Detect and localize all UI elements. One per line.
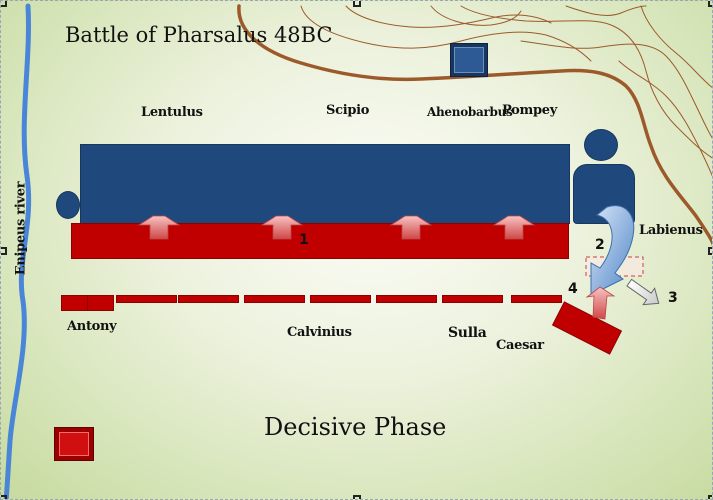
commander-scipio: Scipio xyxy=(326,103,370,118)
marker-3: 3 xyxy=(668,290,678,306)
resize-handle-top[interactable] xyxy=(353,1,361,7)
commander-lentulus: Lentulus xyxy=(141,105,203,120)
marker-4: 4 xyxy=(568,281,578,297)
flight-arrow-icon xyxy=(626,278,660,306)
resize-handle-top-right[interactable] xyxy=(708,1,712,7)
advance-arrow-icon xyxy=(137,215,536,240)
marker-1: 1 xyxy=(299,232,309,248)
commander-caesar: Caesar xyxy=(496,338,544,353)
caesarian-camp-icon xyxy=(54,427,94,461)
pompeian-left-flank-cavalry xyxy=(56,191,80,219)
third-line-segment xyxy=(178,295,239,303)
marker-2: 2 xyxy=(595,237,605,253)
commander-ahenobarbus: Ahenobarbus xyxy=(427,105,513,119)
third-line-segment xyxy=(442,295,503,303)
commander-calvinius: Calvinius xyxy=(287,325,352,340)
cavalry-charge-arrow-icon xyxy=(590,205,635,296)
river-label: Enipeus river xyxy=(13,181,29,276)
resize-handle-left[interactable] xyxy=(1,247,7,255)
resize-handle-right[interactable] xyxy=(708,247,712,255)
commander-pompey: Pompey xyxy=(502,103,557,118)
resize-handle-bottom[interactable] xyxy=(353,495,361,499)
phase-label: Decisive Phase xyxy=(264,413,447,441)
third-line-segment xyxy=(116,295,177,303)
third-line-segment xyxy=(511,295,562,303)
commander-antony: Antony xyxy=(67,319,117,334)
fourth-line-unit xyxy=(551,301,623,355)
pompeian-camp-icon xyxy=(450,43,488,77)
labienus-cavalry-head xyxy=(584,129,618,161)
antony-unit-b xyxy=(87,295,114,311)
resize-handle-top-left[interactable] xyxy=(1,1,7,7)
commander-sulla: Sulla xyxy=(448,325,487,341)
advance-arrow-icon xyxy=(585,286,616,320)
third-line-segment xyxy=(244,295,305,303)
commander-labienus: Labienus xyxy=(639,223,703,238)
hill-contours xyxy=(237,4,712,247)
enipeus-river xyxy=(3,3,32,499)
third-line-segment xyxy=(310,295,371,303)
map-title: Battle of Pharsalus 48BC xyxy=(65,23,333,47)
resize-handle-bottom-left[interactable] xyxy=(1,495,7,499)
resize-handle-bottom-right[interactable] xyxy=(708,495,712,499)
third-line-segment xyxy=(376,295,437,303)
